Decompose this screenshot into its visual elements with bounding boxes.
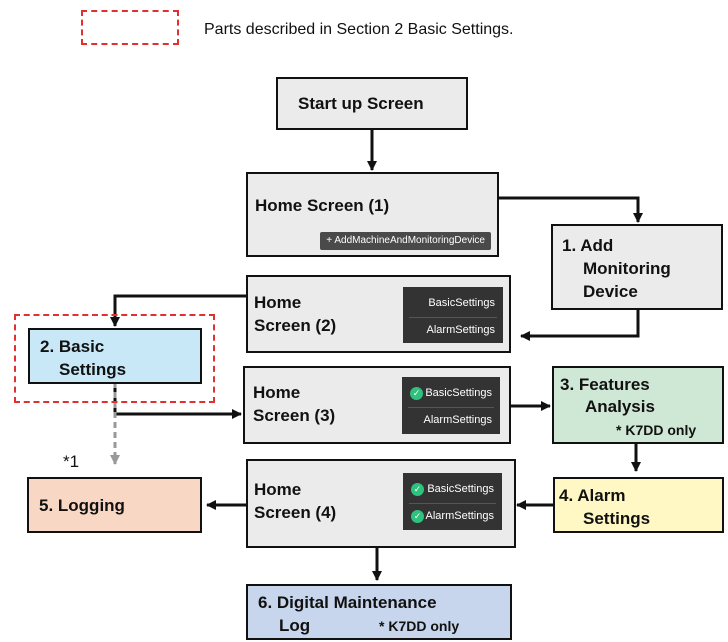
home-screen-3-box: Home Screen (3) ✓ BasicSettings AlarmSet… [243,366,511,444]
home-screen-1-title: Home Screen (1) [255,196,390,215]
alarm-settings-box: 4. Alarm Settings [553,477,724,533]
features-line2: Analysis [585,397,655,416]
arrow-add-device-to-home2 [520,310,640,341]
add-machine-button[interactable]: + AddMachineAndMonitoringDevice [320,232,491,250]
alarm-line2: Settings [583,509,651,528]
home-screen-2-settings-panel: BasicSettings AlarmSettings [403,287,503,343]
home-screen-4-box: Home Screen (4) ✓ BasicSettings ✓ AlarmS… [246,459,516,548]
maintenance-line1: 6. Digital Maintenance [258,593,437,612]
home-screen-2-line2: Screen (2) [254,316,337,335]
basic-settings-box: 2. Basic Settings [28,328,202,384]
logging-box: 5. Logging [27,477,202,533]
home-screen-3-line1: Home [253,383,301,402]
home-screen-3-line2: Screen (3) [253,406,336,425]
home-screen-4-settings-panel: ✓ BasicSettings ✓ AlarmSettings [403,473,502,530]
home-screen-3-settings-panel: ✓ BasicSettings AlarmSettings [402,377,500,434]
add-device-line2: Monitoring [583,259,671,278]
add-device-line1: 1. Add [562,236,614,255]
panel-divider [409,503,496,504]
check-circle-icon: ✓ [411,483,424,496]
basic-settings-line2: Settings [59,360,127,379]
home-screen-1-box: Home Screen (1) + AddMachineAndMonitorin… [246,172,499,257]
features-analysis-box: 3. Features Analysis * K7DD only [552,366,724,444]
check-circle-icon: ✓ [410,387,423,400]
alarm-line1: 4. Alarm [559,486,626,505]
check-circle-icon: ✓ [411,510,424,523]
features-line1: 3. Features [560,375,650,394]
maintenance-k7dd-note: * K7DD only [379,618,460,634]
basic-settings-item[interactable]: BasicSettings [425,387,492,399]
add-monitoring-device-box: 1. Add Monitoring Device [551,224,723,310]
home-screen-4-line1: Home [254,480,302,499]
footnote-marker: *1 [63,452,80,471]
basic-settings-item[interactable]: BasicSettings [427,483,494,495]
features-k7dd-note: * K7DD only [616,422,697,438]
alarm-settings-item[interactable]: AlarmSettings [423,414,492,426]
alarm-settings-item[interactable]: AlarmSettings [426,324,495,336]
add-device-line3: Device [583,282,638,301]
panel-divider [408,407,494,408]
basic-settings-line1: 2. Basic [40,337,105,356]
home-screen-2-box: Home Screen (2) BasicSettings AlarmSetti… [246,275,511,353]
legend-dashed-box [81,10,179,45]
basic-settings-item[interactable]: BasicSettings [428,297,495,309]
legend-text: Parts described in Section 2 Basic Setti… [204,21,514,38]
panel-divider [409,317,497,318]
arrow-home2-to-basic-settings [110,294,246,327]
logging-title: 5. Logging [39,496,125,515]
maintenance-line2: Log [279,616,311,635]
alarm-settings-item[interactable]: AlarmSettings [425,510,494,522]
startup-screen-box: Start up Screen [276,77,468,130]
startup-screen-title: Start up Screen [298,94,424,113]
section2-dashed-region [14,314,215,403]
home-screen-2-line1: Home [254,293,302,312]
home-screen-4-line2: Screen (4) [254,503,337,522]
arrow-home1-to-add-device [498,196,643,223]
digital-maintenance-log-box: 6. Digital Maintenance Log * K7DD only [246,584,512,640]
